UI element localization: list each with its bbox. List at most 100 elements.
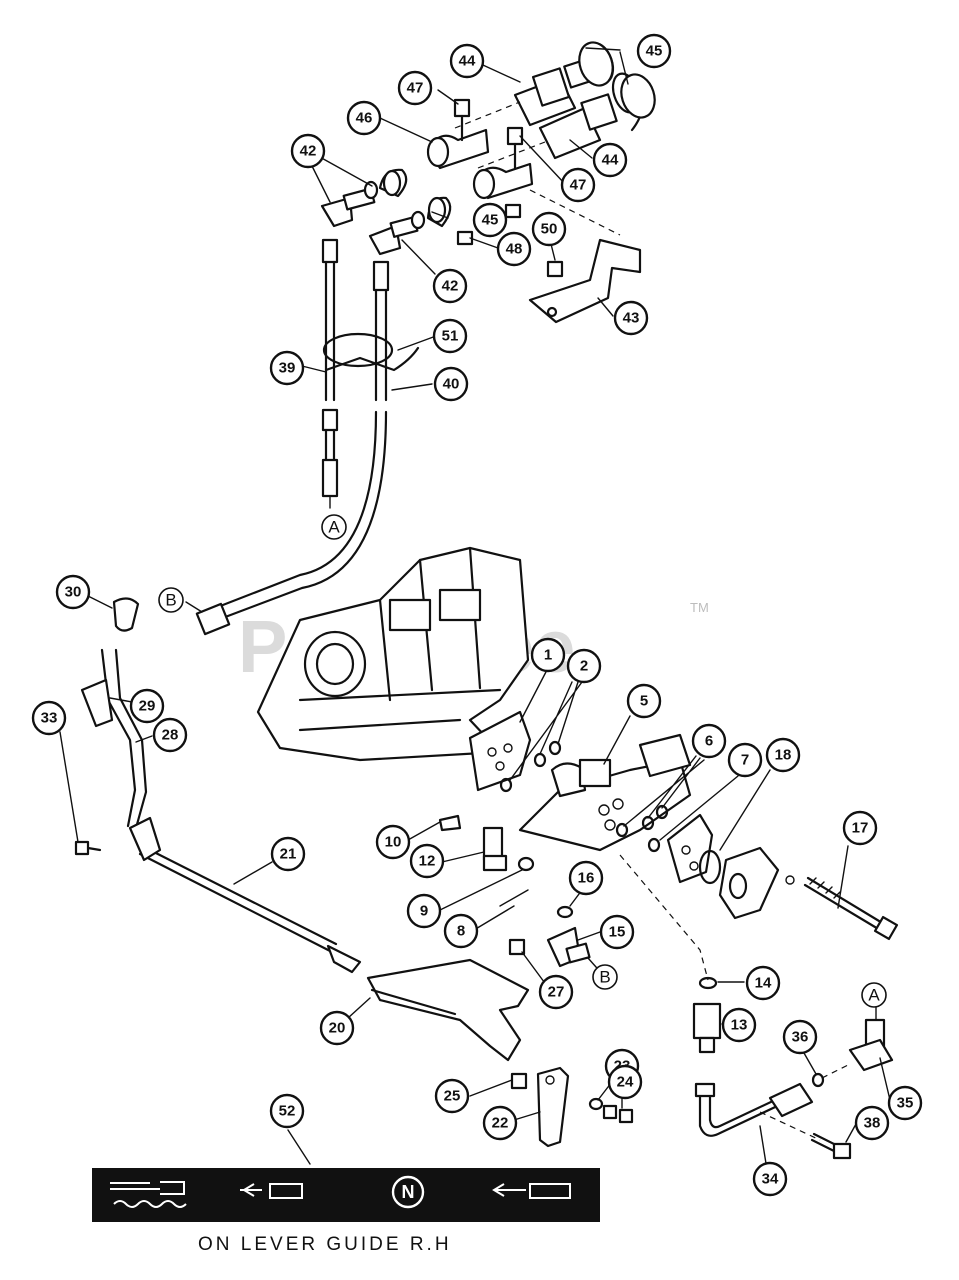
reference-letter: A — [328, 518, 340, 537]
callout-22: 22 — [482, 1105, 518, 1141]
callout-number: 14 — [755, 975, 772, 992]
callout-circle — [472, 202, 508, 238]
callout-number: 48 — [506, 241, 523, 258]
callout-number: 39 — [279, 360, 296, 377]
callout-circle — [31, 700, 67, 736]
reference-circle — [321, 514, 347, 540]
callout-circle — [887, 1085, 923, 1121]
callout-27: 27 — [538, 974, 574, 1010]
callout-circle — [482, 1105, 518, 1141]
callout-25: 25 — [434, 1078, 470, 1114]
callout-circle — [129, 688, 165, 724]
callout-47: 47 — [560, 167, 596, 203]
neutral-icon: N — [391, 1175, 425, 1209]
callout-circle — [449, 43, 485, 79]
callout-circle — [626, 683, 662, 719]
callout-number: 1 — [544, 647, 552, 664]
callout-39: 39 — [269, 350, 305, 386]
callout-circle — [613, 300, 649, 336]
cylinder-raise-icon — [492, 1183, 571, 1199]
decal-52: N — [92, 1168, 600, 1222]
seal-ring-18 — [698, 849, 722, 885]
callout-6: 6 — [691, 723, 727, 759]
callout-number: 27 — [548, 984, 565, 1001]
callout-number: 47 — [407, 80, 424, 97]
callout-circle — [269, 1093, 305, 1129]
callout-12: 12 — [409, 843, 445, 879]
callout-42: 42 — [432, 268, 468, 304]
callout-circle — [636, 33, 672, 69]
watermark-tm: TM — [690, 600, 709, 615]
callout-45: 45 — [636, 33, 672, 69]
reference-letter: B — [599, 968, 610, 987]
cylinder-float-icon — [110, 1181, 187, 1208]
callout-9: 9 — [406, 893, 442, 929]
bolt-38 — [810, 1132, 852, 1160]
callout-46: 46 — [346, 100, 382, 136]
hose-39 — [321, 238, 339, 498]
callout-38: 38 — [854, 1105, 890, 1141]
callout-number: 24 — [617, 1074, 634, 1091]
callout-number: 34 — [762, 1171, 779, 1188]
callout-number: 17 — [852, 820, 869, 837]
callout-14: 14 — [745, 965, 781, 1001]
callout-circle — [538, 974, 574, 1010]
control-lever-28 — [80, 648, 148, 830]
fitting-13-14 — [692, 976, 722, 1054]
callout-circle — [270, 836, 306, 872]
callout-number: 45 — [646, 43, 663, 60]
callout-circle — [152, 717, 188, 753]
callout-number: 20 — [329, 1020, 346, 1037]
reference-circle — [592, 964, 618, 990]
callout-number: 44 — [459, 53, 476, 70]
callout-50: 50 — [531, 211, 567, 247]
callout-number: 18 — [775, 747, 792, 764]
callout-number: 5 — [640, 693, 648, 710]
reference-letter-A: A — [321, 514, 347, 540]
callout-number: 21 — [280, 846, 297, 863]
neutral-letter: N — [402, 1182, 415, 1202]
callout-number: 8 — [457, 923, 465, 940]
dust-caps — [578, 41, 656, 119]
callout-number: 2 — [580, 658, 588, 675]
cylinder-lower-icon — [240, 1183, 303, 1199]
clamp-bracket-lower — [456, 126, 534, 246]
callout-circle — [406, 893, 442, 929]
callout-45: 45 — [472, 202, 508, 238]
clamp-bracket-upper — [426, 98, 490, 170]
callout-circle — [854, 1105, 890, 1141]
callout-circle — [269, 350, 305, 386]
end-cover-plate — [666, 813, 714, 884]
callout-circle — [530, 637, 566, 673]
callout-circle — [607, 1064, 643, 1100]
callout-number: 10 — [385, 834, 402, 851]
callout-16: 16 — [568, 860, 604, 896]
callout-20: 20 — [319, 1010, 355, 1046]
callout-17: 17 — [842, 810, 878, 846]
callout-18: 18 — [765, 737, 801, 773]
callout-number: 36 — [792, 1029, 809, 1046]
callout-43: 43 — [613, 300, 649, 336]
callout-circle — [346, 100, 382, 136]
callout-circle — [433, 366, 469, 402]
decal-caption: ON LEVER GUIDE R.H — [198, 1234, 452, 1255]
callout-number: 40 — [443, 376, 460, 393]
callout-circle — [55, 574, 91, 610]
callout-circle — [566, 648, 602, 684]
reference-letter-B: B — [158, 587, 184, 613]
callout-13: 13 — [721, 1007, 757, 1043]
callout-8: 8 — [443, 913, 479, 949]
elbow-fitting-15 — [508, 905, 591, 968]
rod-21 — [128, 816, 362, 974]
leader-lines — [59, 47, 891, 1177]
callout-21: 21 — [270, 836, 306, 872]
callout-number: 25 — [444, 1088, 461, 1105]
callout-number: 50 — [541, 221, 558, 238]
callout-circle — [691, 723, 727, 759]
callout-number: 42 — [300, 143, 317, 160]
callout-number: 46 — [356, 110, 373, 127]
control-valve-body — [518, 733, 692, 852]
long-bolt-17 — [803, 876, 899, 941]
bolt-33 — [74, 840, 102, 856]
